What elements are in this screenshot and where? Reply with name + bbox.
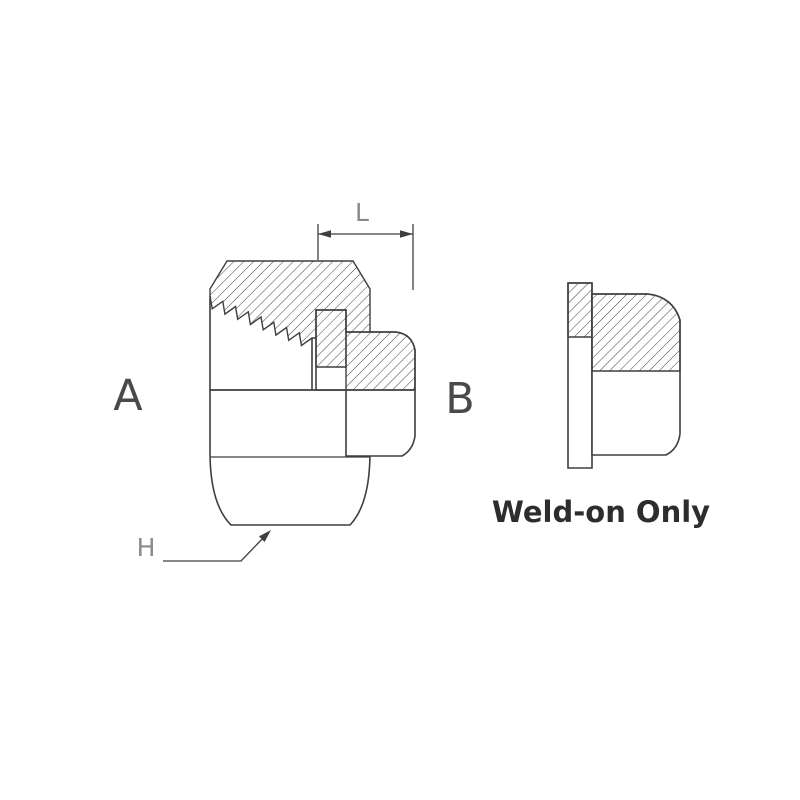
- tube-end-collar-hatched: [345, 331, 416, 391]
- dim-l-label: L: [355, 198, 369, 227]
- weld-fitting-body-hatched: [591, 293, 681, 372]
- dim-h-arrow-icon: [259, 530, 271, 542]
- drawing-root: L H A B Weld-on Only: [113, 198, 710, 562]
- dim-l-arrow-left-icon: [318, 230, 331, 238]
- dimension-h: H: [137, 530, 271, 562]
- dimension-l: L: [317, 198, 414, 290]
- dim-h-leader-line: [163, 534, 267, 562]
- part-label-a: A: [113, 371, 143, 421]
- weld-on-caption: Weld-on Only: [492, 495, 710, 529]
- part-label-b: B: [445, 374, 475, 424]
- main-fitting-drawing: [209, 260, 416, 526]
- dim-h-label: H: [137, 533, 156, 562]
- dim-l-arrow-right-icon: [400, 230, 413, 238]
- tube-end-tab-hatched: [315, 309, 347, 368]
- weld-flange-hatched: [567, 282, 593, 338]
- weld-on-fitting-drawing: Weld-on Only: [492, 282, 710, 529]
